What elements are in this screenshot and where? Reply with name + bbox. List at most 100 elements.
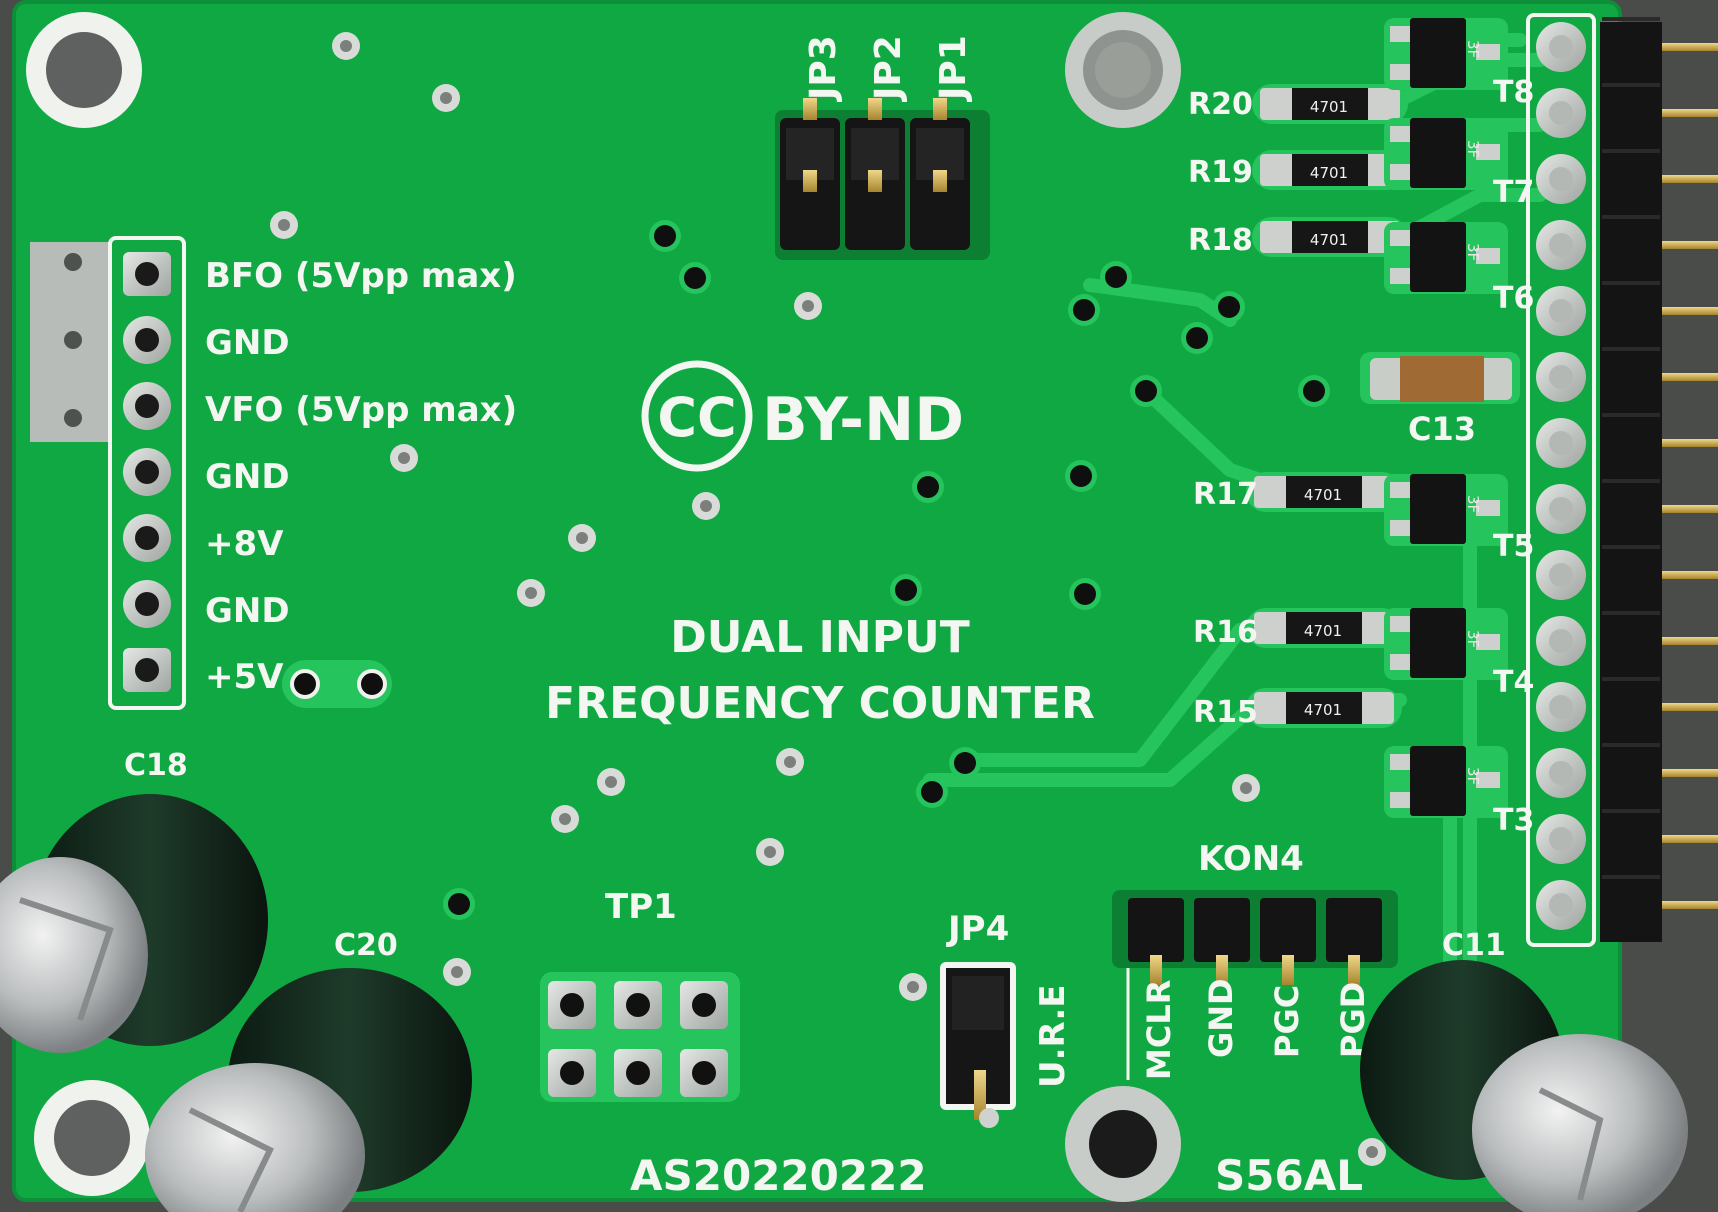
left-io-header <box>30 236 186 710</box>
capacitor-label-c20: C20 <box>334 928 398 963</box>
board-id: AS20220222 <box>630 1151 927 1200</box>
drill-hole <box>1070 465 1092 487</box>
sot23-transistor <box>1410 608 1466 678</box>
header-pad-column <box>1526 13 1596 947</box>
pin-label-5v: +5V <box>205 657 284 697</box>
capacitor-label-c18: C18 <box>124 748 188 783</box>
drill-hole <box>921 781 943 803</box>
smd-resistor <box>1286 692 1362 724</box>
resistor-label-r15: R15 <box>1193 695 1258 730</box>
test-point-tp1: TP1 <box>540 887 740 1102</box>
capacitor-label-c13: C13 <box>1408 410 1476 448</box>
header-gold-pin <box>1662 505 1718 513</box>
license-text: BY-ND <box>762 385 964 455</box>
resistors <box>1246 84 1408 728</box>
resistor-marking-r16: 4701 <box>1304 622 1342 640</box>
board-title-line2: FREQUENCY COUNTER <box>545 678 1095 729</box>
smd-resistor <box>1292 221 1368 253</box>
pin-label-gnd-2: GND <box>205 457 290 497</box>
transistor-marking-t6: 3F <box>1464 243 1482 261</box>
transistor-marking-t3: 3F <box>1464 767 1482 785</box>
connector-pin-housing <box>1326 898 1382 962</box>
drill-hole <box>684 267 706 289</box>
kon4-pin-gnd: GND <box>1202 978 1240 1058</box>
sot23-transistor <box>1410 222 1466 292</box>
capacitor-c13: C13 <box>1360 352 1520 448</box>
pin-label-gnd-1: GND <box>205 323 290 363</box>
test-point-label: TP1 <box>605 887 677 927</box>
license-mark: CC BY-ND <box>641 360 964 472</box>
drill-hole <box>954 752 976 774</box>
callsign: S56AL <box>1215 1151 1363 1200</box>
connector-kon4: KON4 MCLR GND PGC PGD <box>1112 839 1398 1080</box>
sot23-transistor <box>1410 118 1466 188</box>
header-gold-pin <box>1662 241 1718 249</box>
resistor-label-r20: R20 <box>1188 87 1253 122</box>
connector-pin-housing <box>1128 898 1184 962</box>
cc-logo: CC <box>657 386 736 449</box>
header-gold-pin <box>1662 571 1718 579</box>
jumper-jp4: JP4 U.R.E <box>940 909 1073 1128</box>
jumper-label-jp4: JP4 <box>946 909 1009 949</box>
sot23-transistor <box>1410 474 1466 544</box>
pin-label-bfo: BFO (5Vpp max) <box>205 256 517 296</box>
resistor-label-r18: R18 <box>1188 223 1253 258</box>
sot23-transistor <box>1410 18 1466 88</box>
header-gold-pin <box>1662 439 1718 447</box>
header-gold-pin <box>1662 769 1718 777</box>
header-gold-pin <box>1662 901 1718 909</box>
jumper-label-jp1: JP1 <box>933 35 974 103</box>
capacitor-c11: C11 <box>1360 928 1688 1212</box>
kon4-pin-pgc: PGC <box>1268 985 1306 1058</box>
resistor-marking-r18: 4701 <box>1310 231 1348 249</box>
capacitor-c20: C20 <box>145 928 472 1212</box>
transistor-marking-t8: 3F <box>1464 40 1482 58</box>
drill-hole <box>1218 296 1240 318</box>
board-title-line1: DUAL INPUT <box>670 612 970 663</box>
connector-label-kon4: KON4 <box>1198 839 1304 879</box>
jumper-label-jp3: JP3 <box>803 35 844 103</box>
smd-resistor <box>1286 476 1362 508</box>
smd-resistor <box>1292 154 1368 186</box>
smd-resistor <box>1286 612 1362 644</box>
right-angle-header <box>1600 17 1718 942</box>
header-gold-pin <box>1662 703 1718 711</box>
drill-hole <box>1303 380 1325 402</box>
jumper-label-jp2: JP2 <box>868 35 909 103</box>
mounting-holes <box>26 12 1181 1202</box>
pin-label-vfo: VFO (5Vpp max) <box>205 390 517 430</box>
pin-label-8v: +8V <box>205 524 284 564</box>
resistor-label-r16: R16 <box>1193 615 1258 650</box>
drill-hole <box>1073 299 1095 321</box>
drill-hole <box>1135 380 1157 402</box>
capacitor-c18: C18 <box>0 748 268 1053</box>
smd-resistor <box>1292 88 1368 120</box>
transistor-marking-t4: 3F <box>1464 630 1482 648</box>
drill-hole <box>448 893 470 915</box>
resistor-label-r19: R19 <box>1188 155 1253 190</box>
sot23-transistor <box>1410 746 1466 816</box>
drill-hole <box>917 476 939 498</box>
connector-pin-housing <box>1194 898 1250 962</box>
header-gold-pin <box>1662 637 1718 645</box>
pin-label-gnd-3: GND <box>205 591 290 631</box>
resistor-label-r17: R17 <box>1193 477 1258 512</box>
drill-hole <box>1074 583 1096 605</box>
resistor-marking-r15: 4701 <box>1304 701 1342 719</box>
drill-hole <box>1105 266 1127 288</box>
jumper-jp4-mode-label: U.R.E <box>1033 985 1073 1088</box>
jumper-block: JP3 JP2 JP1 <box>775 35 990 260</box>
resistor-marking-r20: 4701 <box>1310 98 1348 116</box>
drill-hole <box>654 225 676 247</box>
header-gold-pin <box>1662 373 1718 381</box>
vias <box>270 32 1386 1166</box>
header-gold-pin <box>1662 109 1718 117</box>
header-gold-pin <box>1662 43 1718 51</box>
header-gold-pin <box>1662 175 1718 183</box>
header-gold-pin <box>1662 835 1718 843</box>
kon4-pin-mclr: MCLR <box>1140 980 1178 1080</box>
header-gold-pin <box>1662 307 1718 315</box>
power-pads <box>282 660 392 708</box>
transistor-marking-t5: 3F <box>1464 495 1482 513</box>
